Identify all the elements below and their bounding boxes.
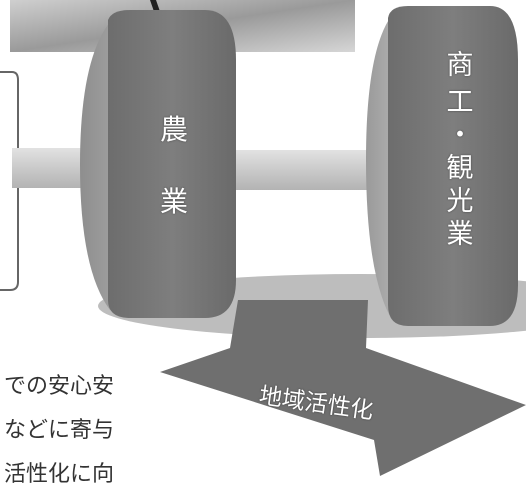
left-drum-face xyxy=(108,10,236,318)
right-drum-char: 商 xyxy=(446,50,474,81)
revitalization-arrow xyxy=(160,300,526,476)
right-drum-char: ・ xyxy=(446,120,474,151)
left-drum-char: 農 xyxy=(159,113,188,146)
body-text-line: での安心安 xyxy=(4,374,115,399)
right-drum-face xyxy=(388,6,518,326)
right-drum-label: 商 工 ・ 観 光 業 xyxy=(440,52,480,248)
right-drum-char: 光 xyxy=(446,186,474,217)
body-text-line: などに寄与 xyxy=(4,418,115,443)
right-drum-char: 工 xyxy=(446,87,474,118)
left-drum-char: 業 xyxy=(159,185,188,218)
right-drum-char: 業 xyxy=(446,219,474,250)
body-text-line: 活性化に向 xyxy=(4,462,115,487)
left-drum-label: 農 業 xyxy=(150,116,198,216)
right-drum-char: 観 xyxy=(446,153,474,184)
